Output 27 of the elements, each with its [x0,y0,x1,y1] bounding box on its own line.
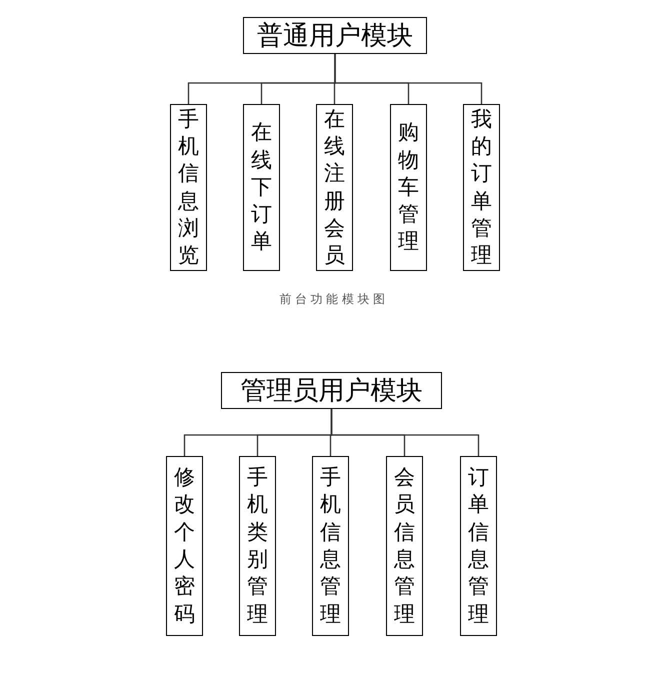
connector-line [334,54,482,104]
module-label: 购物车管理 [398,119,419,256]
module-label: 手机信息浏览 [178,106,199,270]
module-label: 在线下订单 [251,119,272,256]
module-box [390,104,427,271]
main-module-box [243,17,427,54]
module-box [386,456,423,636]
module-label: 修改个人密码 [174,464,195,628]
module-box [312,456,349,636]
connector-line [330,409,480,456]
module-label: 订单信息管理 [468,464,489,628]
caption: 前台功能模块图 [278,291,390,308]
module-box [460,456,497,636]
module-label: 会员信息管理 [394,464,415,628]
module-label: 我的订单管理 [471,106,492,270]
module-label: 手机信息管理 [320,464,341,628]
module-title: 普通用户模块 [257,22,413,48]
module-box [316,104,353,271]
main-module-box [221,372,442,409]
module-box [170,104,207,271]
module-box [243,104,280,271]
module-label: 手机类别管理 [247,464,268,628]
module-box [166,456,203,636]
module-label: 在线注册会员 [324,106,345,270]
module-box [239,456,276,636]
module-box [463,104,500,271]
module-title: 管理员用户模块 [240,378,422,404]
